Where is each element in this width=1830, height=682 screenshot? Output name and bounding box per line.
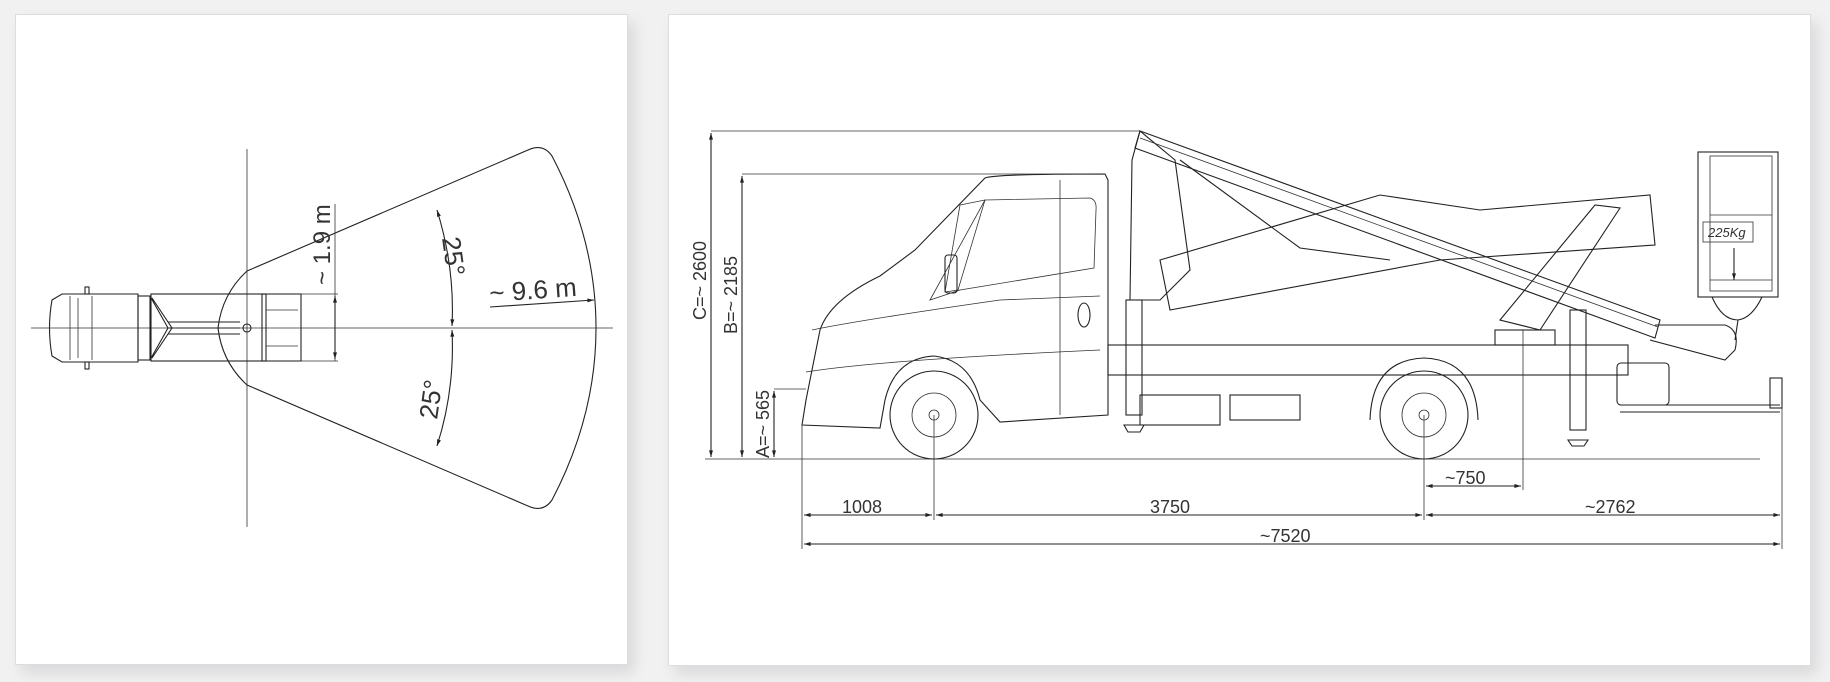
- height-a-label: A=~ 565: [753, 390, 773, 458]
- top-view: ~ 1.9 m 25° 25° ~ 9.6 m: [31, 147, 613, 527]
- basket-load-label: 225Kg: [1707, 225, 1746, 240]
- rear-overhang-label: ~2762: [1585, 497, 1636, 517]
- side-view-panel: [668, 14, 1811, 666]
- top-view-panel: [15, 14, 628, 665]
- height-c-label: C=~ 2600: [690, 241, 710, 320]
- front-overhang-label: 1008: [842, 497, 882, 517]
- working-range-sector: [217, 147, 597, 509]
- total-length-label: ~7520: [1260, 526, 1311, 546]
- angle-upper-label: 25°: [436, 235, 471, 278]
- height-b-label: B=~ 2185: [721, 256, 741, 334]
- side-view: C=~ 2600 B=~ 2185 A=~ 565: [690, 130, 1783, 549]
- rear-offset-label: ~750: [1445, 468, 1486, 488]
- work-basket: [1697, 151, 1779, 298]
- truck-top-view: [48, 286, 302, 370]
- angle-lower-label: 25°: [413, 378, 448, 421]
- wheelbase-label: 3750: [1150, 497, 1190, 517]
- offset-label: ~ 1.9 m: [309, 204, 336, 285]
- truck-side-view: 225Kg: [801, 130, 1783, 460]
- radius-label: ~ 9.6 m: [488, 272, 577, 308]
